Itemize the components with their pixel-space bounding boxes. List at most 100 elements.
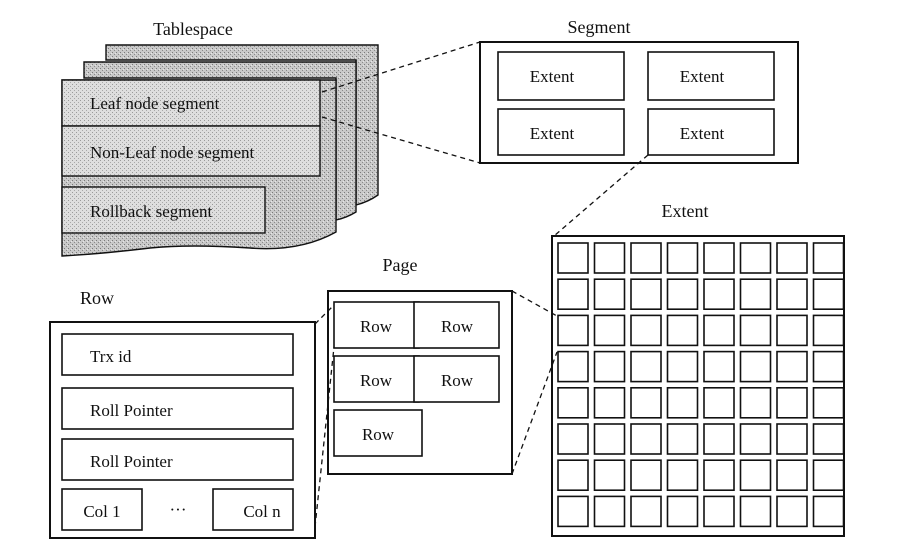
- extent-page-cell: [630, 495, 662, 528]
- extent-page-cell: [739, 386, 772, 419]
- extent-page-cell: [593, 386, 626, 419]
- extent-page-cell: [812, 495, 845, 528]
- tablespace-group: Tablespace Leaf node segment Non-Leaf no…: [61, 19, 379, 257]
- extent-group: Extent: [551, 201, 845, 537]
- row-field-roll-pointer-2-box: [61, 438, 294, 481]
- segment-extent-4-label: Extent: [680, 124, 725, 143]
- extent-page-cell: [593, 423, 626, 455]
- row-field-roll-pointer-1-label: Roll Pointer: [90, 401, 173, 420]
- connector-tablespace-segment-top: [321, 41, 481, 93]
- extent-title: Extent: [662, 201, 709, 221]
- row-col-n-label: Col n: [243, 502, 281, 521]
- extent-page-cell: [812, 242, 845, 274]
- connector-tablespace-segment-bottom: [321, 116, 481, 164]
- extent-page-cell: [812, 423, 845, 455]
- extent-page-cell: [666, 278, 699, 311]
- extent-page-cell: [776, 495, 808, 528]
- rollback-segment-label: Rollback segment: [90, 202, 213, 221]
- extent-page-cell: [776, 314, 808, 347]
- row-col-1-box: [61, 488, 143, 531]
- page-row-5-box: [333, 409, 423, 457]
- page-row-4-label: Row: [441, 371, 474, 390]
- extent-page-cell: [593, 278, 626, 311]
- extent-page-cell: [812, 386, 845, 419]
- extent-page-cell: [703, 495, 735, 528]
- connector-extent-page-top: [511, 290, 558, 317]
- extent-page-cell: [703, 423, 735, 455]
- extent-page-cell: [593, 314, 626, 347]
- page-group: Page Row Row Row Row Row: [327, 255, 513, 475]
- extent-page-cell: [666, 495, 699, 528]
- extent-page-cell: [557, 386, 589, 419]
- segment-extent-3-label: Extent: [530, 124, 575, 143]
- row-col-ellipsis: ···: [170, 500, 187, 519]
- extent-page-cell: [630, 242, 662, 274]
- leaf-node-segment-label: Leaf node segment: [90, 94, 220, 113]
- extent-page-cell: [557, 459, 589, 492]
- extent-page-cell: [666, 350, 699, 383]
- connector-page-row-bottom: [314, 346, 335, 528]
- extent-page-cell: [739, 314, 772, 347]
- extent-page-cell: [703, 242, 735, 274]
- extent-page-cell: [812, 459, 845, 492]
- extent-page-cell: [557, 278, 589, 311]
- connector-segment-extent-top: [553, 154, 649, 237]
- extent-page-cell: [739, 278, 772, 311]
- segment-extent-1-label: Extent: [530, 67, 575, 86]
- extent-page-cell: [630, 350, 662, 383]
- extent-page-cell: [703, 459, 735, 492]
- extent-page-cell: [557, 314, 589, 347]
- extent-page-cell: [557, 423, 589, 455]
- row-field-roll-pointer-1-box: [61, 387, 294, 430]
- extent-page-cell: [666, 242, 699, 274]
- extent-page-cell: [557, 350, 589, 383]
- page-row-4-box: [413, 355, 500, 403]
- row-group: Row Trx id Roll Pointer Roll Pointer Col…: [49, 288, 316, 539]
- rollback-segment-box: [61, 186, 266, 234]
- extent-page-cell: [703, 386, 735, 419]
- page-title: Page: [383, 255, 418, 275]
- extent-page-cell: [776, 242, 808, 274]
- segment-extent-3-box: [497, 108, 625, 156]
- extent-page-cell: [630, 278, 662, 311]
- row-col-1-label: Col 1: [83, 502, 120, 521]
- segment-extent-1-box: [497, 51, 625, 101]
- non-leaf-node-segment-label: Non-Leaf node segment: [90, 143, 255, 162]
- row-field-trx-id-box: [61, 333, 294, 376]
- extent-page-cell: [630, 423, 662, 455]
- extent-page-cell: [776, 278, 808, 311]
- segment-extent-2-box: [647, 51, 775, 101]
- extent-page-cell: [739, 423, 772, 455]
- extent-page-cell: [666, 459, 699, 492]
- page-row-2-box: [413, 301, 500, 349]
- page-row-2-label: Row: [441, 317, 474, 336]
- extent-page-cell: [739, 495, 772, 528]
- segment-extent-2-label: Extent: [680, 67, 725, 86]
- leaf-node-segment-box: [61, 79, 321, 127]
- extent-page-cell: [593, 242, 626, 274]
- row-field-roll-pointer-2-label: Roll Pointer: [90, 452, 173, 471]
- tablespace-title: Tablespace: [153, 19, 233, 39]
- row-field-trx-id-label: Trx id: [90, 347, 132, 366]
- extent-page-cell: [666, 423, 699, 455]
- row-col-n-box: [212, 488, 294, 531]
- extent-page-cell: [666, 386, 699, 419]
- page-row-5-label: Row: [362, 425, 395, 444]
- extent-page-cell: [812, 314, 845, 347]
- extent-page-cell: [630, 386, 662, 419]
- extent-page-cell: [593, 459, 626, 492]
- extent-page-cell: [739, 242, 772, 274]
- extent-page-cell: [557, 242, 589, 274]
- extent-page-cell: [703, 278, 735, 311]
- extent-page-cell: [703, 350, 735, 383]
- page-row-3-box: [333, 355, 420, 403]
- extent-page-cell: [630, 459, 662, 492]
- extent-page-cell: [739, 350, 772, 383]
- extent-page-cell: [666, 314, 699, 347]
- segment-title: Segment: [568, 17, 631, 37]
- extent-page-cell: [593, 495, 626, 528]
- row-title: Row: [80, 288, 114, 308]
- connector-page-row-top: [314, 304, 335, 325]
- extent-page-cell: [812, 350, 845, 383]
